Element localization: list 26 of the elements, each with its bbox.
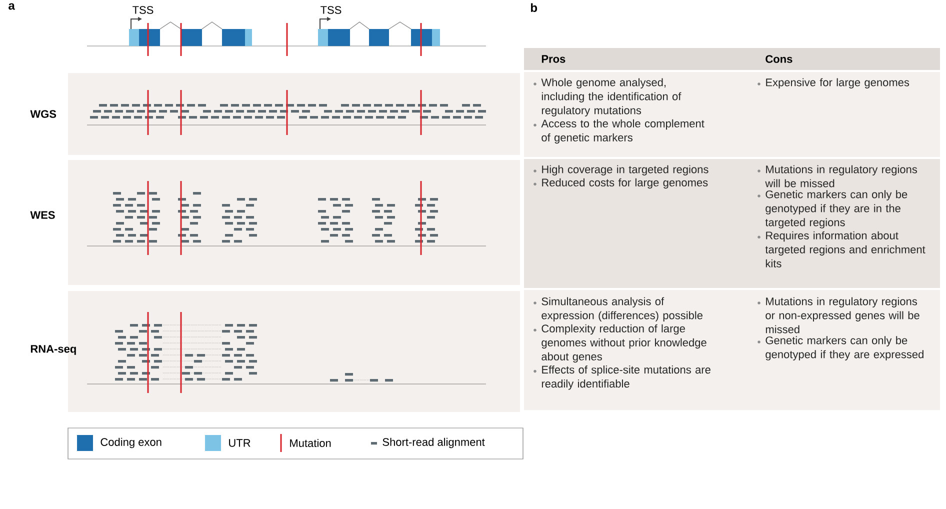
row-label: WGS <box>30 110 56 118</box>
legend-label: Short-read alignment <box>382 438 485 448</box>
legend-label: UTR <box>229 439 250 447</box>
column-header: Pros <box>542 55 566 63</box>
legend-label: Coding exon <box>100 438 162 448</box>
legend-label: Mutation <box>290 438 331 448</box>
bullet-item: Requires information about targeted regions and enrichment kits <box>758 231 926 268</box>
bullet-item: Mutations in regulatory regions or non-expressed genes will be missed <box>758 297 920 334</box>
panel-letter: a <box>8 3 15 10</box>
panel-letter: b <box>530 3 538 12</box>
bullet-item: Genetic markers can only be genotyped if they are in the targeted regions <box>758 190 908 228</box>
tss-label: TSS <box>320 6 342 14</box>
bullet-item: Complexity reduction of large genomes without prior knowledge about genes <box>534 324 706 363</box>
bullet-item: Access to the whole complement of genetic markers <box>534 119 704 144</box>
bullet-item: Whole genome analysed, including the identification of regulatory mutations <box>534 78 682 116</box>
row-label: RNA-seq <box>30 345 76 355</box>
bullet-item: Expensive for large genomes <box>758 78 910 88</box>
column-header: Cons <box>766 55 792 63</box>
bullet-item: Reduced costs for large genomes <box>534 178 708 189</box>
bullet-item: Mutations in regulatory regions will be missed <box>758 165 917 188</box>
tss-label: TSS <box>132 6 154 14</box>
bullet-item: Effects of splice-site mutations are readily identifiable <box>534 366 710 390</box>
bullet-item: Genetic markers can only be genotyped if they are expressed <box>758 336 924 360</box>
row-label: WES <box>30 211 55 219</box>
bullet-item: High coverage in targeted regions <box>534 165 708 176</box>
bullet-item: Simultaneous analysis of expression (differences) possible <box>534 297 702 322</box>
